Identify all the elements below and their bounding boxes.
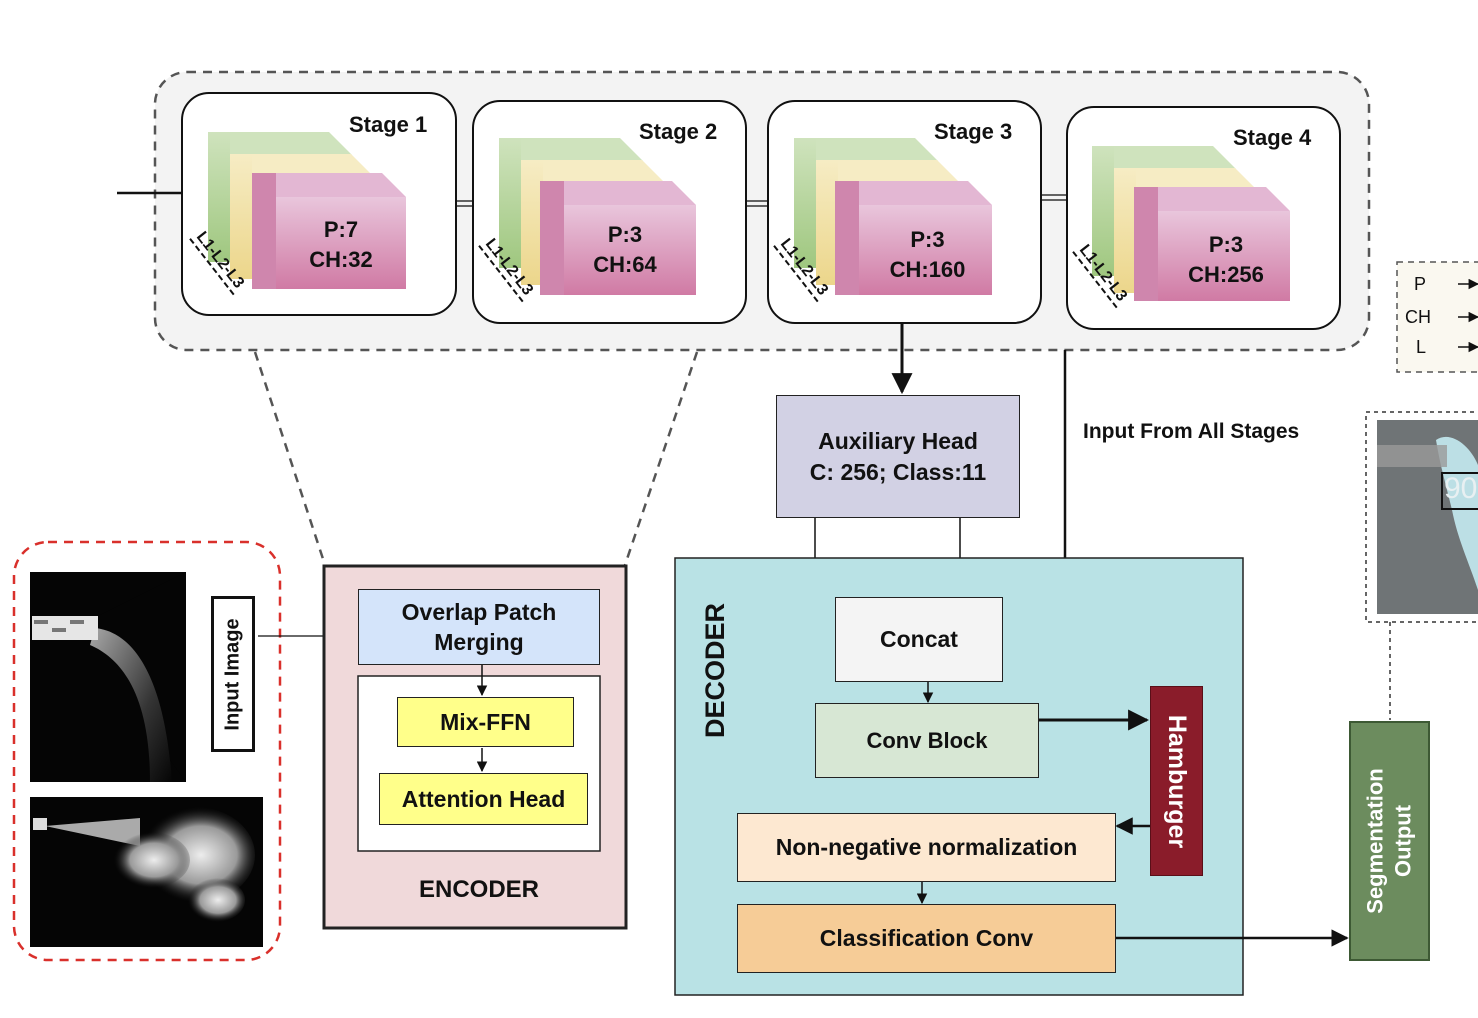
input-from-all-stages-label: Input From All Stages — [1083, 420, 1300, 443]
segmentation-output: Segmentation Output — [1349, 721, 1430, 961]
stage-3-patch: P:3 — [910, 227, 945, 252]
attention-head: Attention Head — [379, 773, 588, 825]
legend-l: L — [1416, 337, 1427, 357]
stage-4-title: Stage 4 — [1233, 125, 1312, 150]
segmentation-preview-image — [1377, 420, 1478, 614]
legend-ch: CH — [1405, 307, 1431, 327]
segmentation-output-label: Segmentation Output — [1362, 768, 1416, 914]
non-negative-normalization: Non-negative normalization — [737, 813, 1116, 882]
legend-p: P — [1414, 274, 1427, 294]
stage-3-title: Stage 3 — [934, 119, 1013, 144]
stages-container — [153, 70, 1371, 352]
stage-2-params: P:3 CH:64 — [559, 220, 691, 280]
encoder-title: ENCODER — [418, 876, 539, 903]
stage-1-title: Stage 1 — [349, 112, 428, 137]
mix-ffn: Mix-FFN — [397, 697, 574, 747]
input-image-label-box: Input Image — [211, 596, 255, 752]
hamburger: Hamburger — [1150, 686, 1203, 876]
input-image-label: Input Image — [221, 617, 244, 731]
concat: Concat — [835, 597, 1003, 682]
auxiliary-head: Auxiliary Head C: 256; Class:11 — [776, 395, 1020, 518]
decoder-title-text: DECODER — [699, 602, 730, 738]
auxiliary-head-config: C: 256; Class:11 — [809, 458, 987, 485]
segmentation-preview-number: 90 — [1444, 472, 1478, 505]
stage-4-params: P:3 CH:256 — [1160, 230, 1292, 290]
conv-block: Conv Block — [815, 703, 1039, 778]
stage-2-patch: P:3 — [607, 222, 643, 247]
stage-1-channels: CH:32 — [309, 247, 373, 272]
hamburger-label: Hamburger — [1163, 714, 1191, 848]
stage-3-channels: CH:160 — [889, 257, 966, 282]
stage-1-params: P:7 CH:32 — [276, 215, 406, 275]
input-spray-image-1 — [30, 572, 186, 782]
stage-4-channels: CH:256 — [1188, 262, 1264, 287]
stage-2-channels: CH:64 — [593, 252, 657, 277]
stage-4-patch: P:3 — [1208, 232, 1244, 257]
stage-3-params: P:3 CH:160 — [861, 225, 994, 285]
overlap-patch-merging: Overlap Patch Merging — [358, 589, 600, 665]
stage-2-title: Stage 2 — [639, 119, 718, 144]
auxiliary-head-title: Auxiliary Head — [818, 427, 978, 454]
stage-1-patch: P:7 — [323, 217, 359, 242]
input-spray-image-2 — [30, 797, 263, 947]
classification-conv: Classification Conv — [737, 904, 1116, 973]
decoder-title: DECODER — [690, 590, 740, 750]
